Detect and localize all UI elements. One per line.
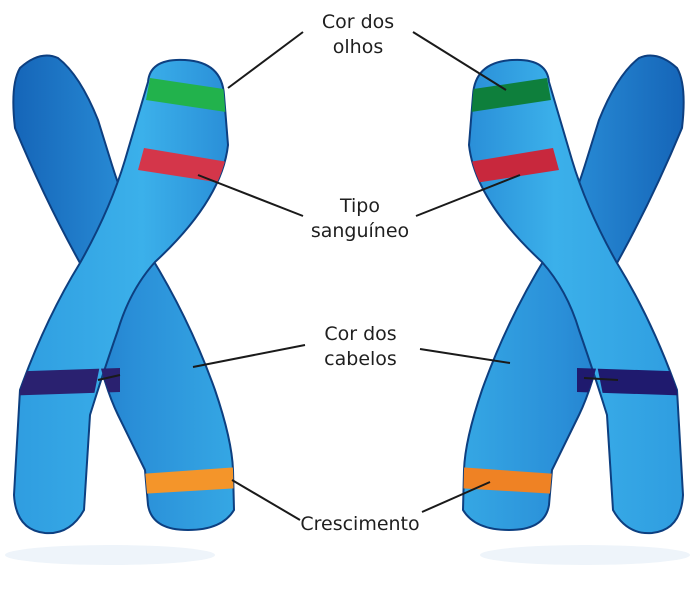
chromosome-right	[457, 56, 697, 534]
band-hair-left	[0, 368, 120, 396]
label-growth: Crescimento	[290, 512, 430, 537]
label-hair-color-line1: Cor dos	[308, 322, 413, 347]
label-blood-type-line1: Tipo	[300, 194, 420, 219]
label-growth-line1: Crescimento	[290, 512, 430, 537]
shadow-left	[5, 545, 215, 565]
shadow-right	[480, 545, 690, 565]
leader-hair-left-2	[193, 345, 305, 367]
label-eye-color-line2: olhos	[308, 35, 408, 60]
label-eye-color-line1: Cor dos	[308, 10, 408, 35]
label-blood-type: Tipo sanguíneo	[300, 194, 420, 244]
chromosome-left	[0, 56, 240, 534]
leader-eye-right	[413, 32, 506, 90]
label-hair-color: Cor dos cabelos	[308, 322, 413, 372]
label-eye-color: Cor dos olhos	[308, 10, 408, 60]
leader-eye-left	[228, 32, 303, 88]
label-blood-type-line2: sanguíneo	[300, 219, 420, 244]
band-hair-right	[577, 368, 697, 396]
leader-blood-left	[198, 175, 303, 216]
label-hair-color-line2: cabelos	[308, 347, 413, 372]
